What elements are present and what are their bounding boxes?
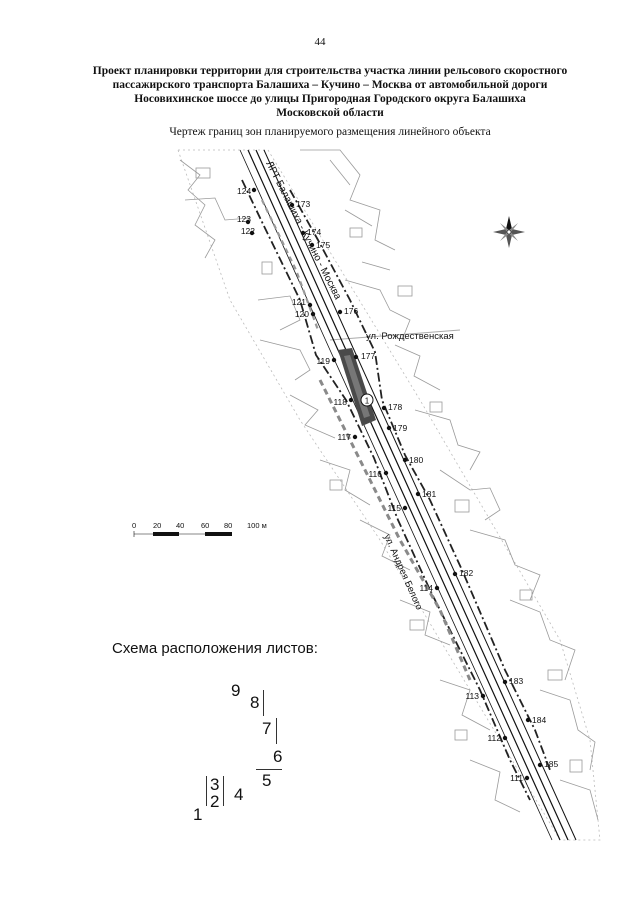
sheet-divider: [276, 718, 277, 744]
point-label: 175: [316, 240, 330, 250]
sheet-divider: [263, 690, 264, 716]
compass-rose-icon: [493, 216, 525, 248]
point-label: 180: [409, 455, 423, 465]
title-line-2: пассажирского транспорта Балашиха – Кучи…: [112, 79, 548, 91]
document-title: Проект планировки территории для строите…: [60, 64, 600, 120]
point-label: 176: [344, 306, 358, 316]
street-andreya-belogo-line: [318, 379, 472, 681]
sheet-number: 5: [262, 771, 272, 790]
point-label: 117: [337, 432, 351, 442]
scale-tick-label: 60: [201, 521, 209, 530]
point-label: 123: [237, 214, 251, 224]
sheet-scheme-heading: Схема расположения листов:: [112, 640, 318, 657]
scale-tick-label: 0: [132, 521, 136, 530]
point-label: 181: [422, 489, 436, 499]
scale-bar: 0 20 40 60 80 100 м: [132, 521, 267, 537]
sheet-number: 7: [262, 719, 272, 738]
boundary-point-labels: 124 173 123 122 174 175 121 120 176 177 …: [237, 186, 559, 783]
sheet-number: 1: [193, 805, 203, 824]
zone-marker: 1: [360, 393, 374, 407]
page-number: 44: [314, 36, 326, 48]
point-label: 111: [510, 773, 523, 783]
point-label: 120: [295, 309, 309, 319]
drawing-subtitle: Чертеж границ зон планируемого размещени…: [169, 126, 491, 138]
sheet-number: 6: [273, 747, 283, 766]
zone-boundary: [241, 179, 551, 801]
title-line-1: Проект планировки территории для строите…: [92, 65, 568, 77]
sheet-divider: [206, 776, 207, 806]
railway-tracks: [239, 149, 577, 841]
point-label: 113: [465, 691, 479, 701]
sheet-divider: [223, 776, 224, 806]
scale-tick-label: 40: [176, 521, 184, 530]
sheet-divider: [256, 769, 282, 770]
point-label: 114: [419, 583, 433, 593]
point-label: 183: [509, 676, 523, 686]
point-label: 174: [307, 227, 321, 237]
scale-tick-label: 20: [153, 521, 161, 530]
sheet-number: 8: [250, 693, 260, 712]
point-label: 178: [388, 402, 402, 412]
title-line-3: Носовихинское шоссе до улицы Пригородная…: [134, 93, 526, 105]
street-rozhdestvenskaya-line: [329, 329, 461, 341]
scale-tick-label: 80: [224, 521, 232, 530]
boundary-points: [245, 187, 543, 781]
parcel-background: [177, 149, 601, 841]
sheet-number: 4: [234, 785, 244, 804]
point-label: 115: [387, 503, 401, 513]
point-label: 118: [333, 397, 347, 407]
point-label: 179: [393, 423, 407, 433]
grey-alignment-north: [261, 199, 320, 331]
point-label: 182: [459, 568, 473, 578]
scale-tick-label: 100 м: [247, 521, 267, 530]
point-label: 185: [544, 759, 558, 769]
point-label: 124: [237, 186, 251, 196]
point-label: 173: [296, 199, 310, 209]
point-label: 177: [361, 351, 375, 361]
zone-marker-label: 1: [365, 397, 370, 406]
point-label: 119: [316, 356, 330, 366]
sheet-number: 9: [231, 681, 241, 700]
point-label: 112: [487, 733, 501, 743]
sheet-number: 3: [210, 775, 220, 794]
sheet-number: 2: [210, 792, 220, 811]
street-label-rozhdestvenskaya: ул. Рождественская: [366, 331, 454, 342]
title-line-4: Московской области: [276, 107, 384, 119]
rail-line-label: ЛРТ Балашиха - Кучино - Москва: [263, 159, 343, 301]
point-label: 121: [292, 297, 306, 307]
point-label: 122: [241, 226, 255, 236]
point-label: 184: [532, 715, 546, 725]
point-label: 116: [368, 469, 382, 479]
